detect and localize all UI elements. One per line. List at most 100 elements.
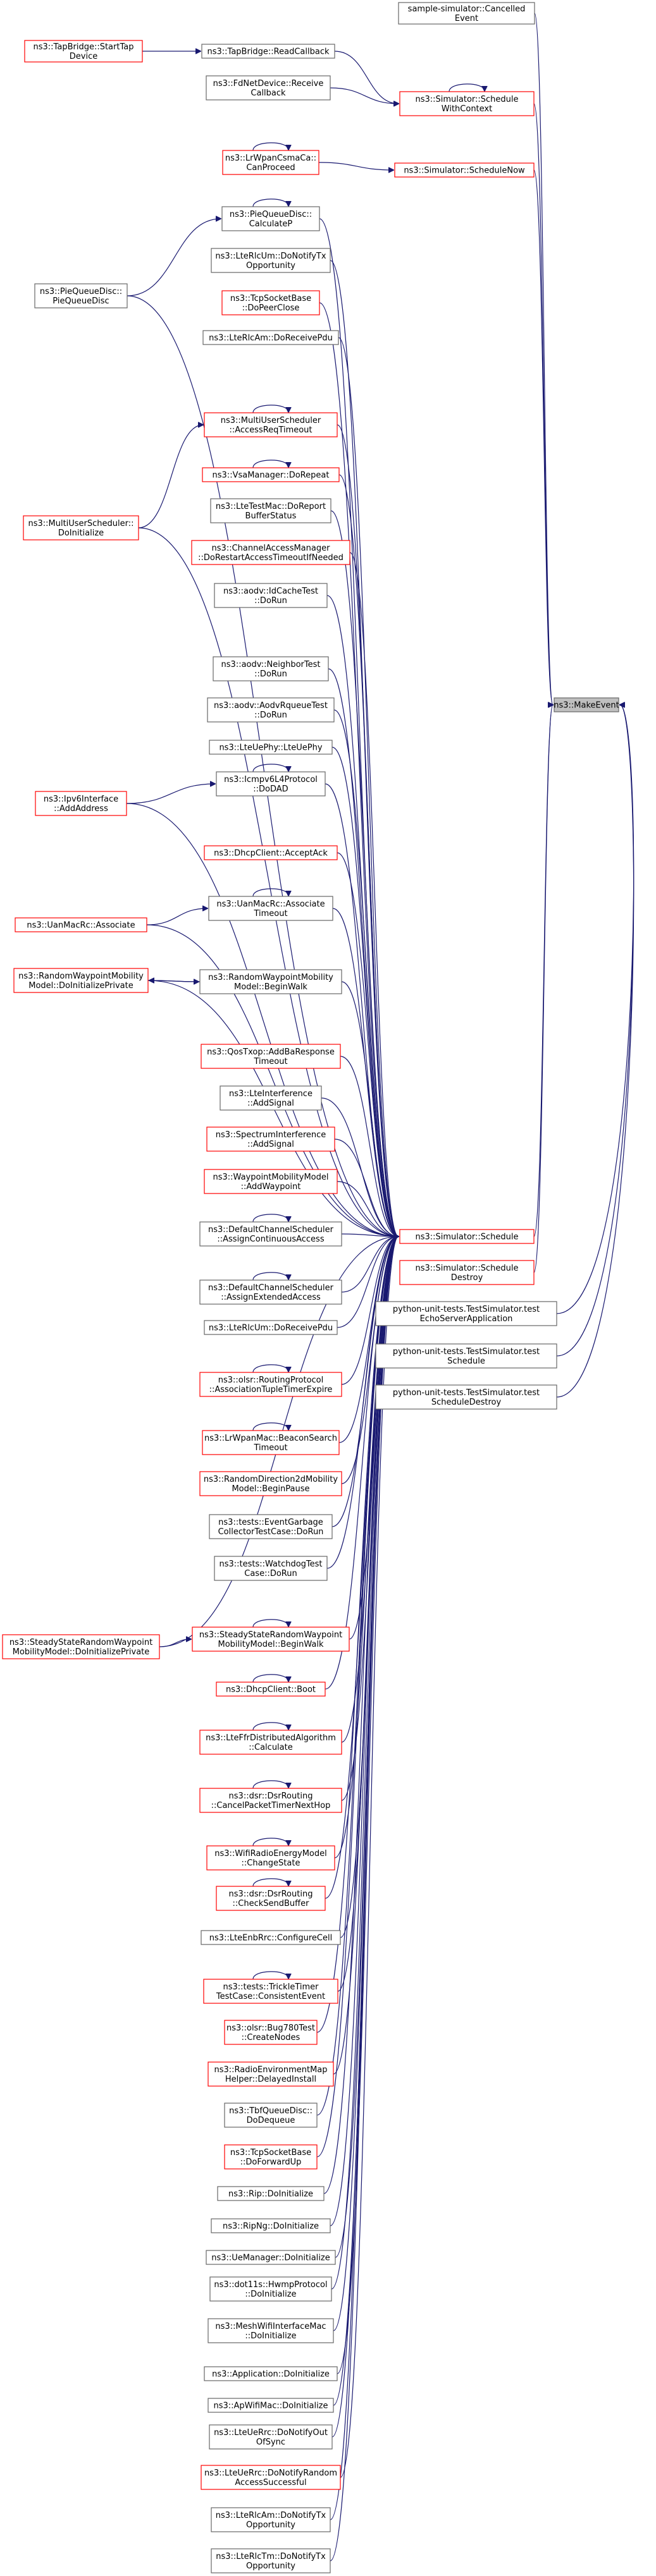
node-tcpsocket-forwardup[interactable]: ns3::TcpSocketBase::DoForwardUp xyxy=(224,2144,318,2170)
node-dhcp-acceptack[interactable]: ns3::DhcpClient::AcceptAck xyxy=(204,845,338,860)
node-dsr-cancelpacket[interactable]: ns3::dsr::DsrRouting::CancelPacketTimerN… xyxy=(199,1788,342,1813)
node-sched-now[interactable]: ns3::Simulator::ScheduleNow xyxy=(394,162,535,178)
node-label: ns3::TapBridge::ReadCallback xyxy=(207,47,329,57)
node-ssrwp-doinit[interactable]: ns3::SteadyStateRandomWaypointMobilityMo… xyxy=(2,1634,160,1659)
node-py-schedule[interactable]: python-unit-tests.TestSimulator.testSche… xyxy=(375,1343,557,1369)
node-label: ns3::RandomWaypointMobility xyxy=(208,973,333,982)
node-trickle-consistent[interactable]: ns3::tests::TrickleTimerTestCase::Consis… xyxy=(203,1979,338,2004)
node-aodv-idcache[interactable]: ns3::aodv::IdCacheTest::DoRun xyxy=(214,583,328,608)
node-pie-calculatep[interactable]: ns3::PieQueueDisc::CalculateP xyxy=(221,206,320,231)
node-label: ns3::SteadyStateRandomWaypoint xyxy=(9,1638,152,1647)
edge-py-schedule-to-makeevent xyxy=(556,705,634,1357)
node-wifiradio-changestate[interactable]: ns3::WifiRadioEnergyModel::ChangeState xyxy=(206,1845,335,1871)
node-sched-destroy[interactable]: ns3::Simulator::ScheduleDestroy xyxy=(399,1260,535,1285)
node-aodv-neighbor[interactable]: ns3::aodv::NeighborTest::DoRun xyxy=(213,656,329,681)
node-label: ::AssignExtendedAccess xyxy=(221,1293,321,1302)
node-olsr-bug780[interactable]: ns3::olsr::Bug780Test::CreateNodes xyxy=(224,2020,318,2045)
node-label: Timeout xyxy=(253,1057,287,1066)
node-uanmac-associate[interactable]: ns3::UanMacRc::Associate xyxy=(15,917,147,932)
node-apwifimac-doinit[interactable]: ns3::ApWifiMac::DoInitialize xyxy=(207,2398,334,2413)
node-rwp-doinit[interactable]: ns3::RandomWaypointMobilityModel::DoInit… xyxy=(13,968,149,993)
node-lteuerrc-random[interactable]: ns3::LteUeRrc::DoNotifyRandomAccessSucce… xyxy=(201,2465,341,2490)
node-label: python-unit-tests.TestSimulator.test xyxy=(393,1388,540,1398)
node-label: ns3::olsr::RoutingProtocol xyxy=(218,1376,324,1385)
node-label: ns3::UeManager::DoInitialize xyxy=(211,2254,330,2263)
node-vsamanager-dorepeat[interactable]: ns3::VsaManager::DoRepeat xyxy=(202,467,340,482)
node-label: ns3::LteUeRrc::DoNotifyRandom xyxy=(204,2469,337,2478)
edge-sim-schedule-to-makeevent xyxy=(533,705,553,1237)
node-ssrwp-beginwalk[interactable]: ns3::SteadyStateRandomWaypointMobilityMo… xyxy=(192,1627,350,1652)
node-label: ns3::TcpSocketBase xyxy=(230,2148,311,2158)
node-label: ::DoRestartAccessTimeoutIfNeeded xyxy=(198,553,343,563)
node-rd2d-beginpause[interactable]: ns3::RandomDirection2dMobilityModel::Beg… xyxy=(199,1471,342,1496)
node-label: ns3::QosTxop::AddBaResponse xyxy=(207,1047,335,1057)
node-makeevent[interactable]: ns3::MakeEvent xyxy=(554,697,619,712)
node-sim-schedule[interactable]: ns3::Simulator::Schedule xyxy=(399,1229,535,1244)
node-tapbridge-readcallback[interactable]: ns3::TapBridge::ReadCallback xyxy=(201,44,335,59)
node-multiuser-accessreq[interactable]: ns3::MultiUserScheduler::AccessReqTimeou… xyxy=(204,412,338,437)
node-spectrum-addsignal[interactable]: ns3::SpectrumInterference::AddSignal xyxy=(206,1126,335,1152)
node-py-echoserver[interactable]: python-unit-tests.TestSimulator.testEcho… xyxy=(375,1301,557,1326)
edge-dhcp-acceptack-to-sim-schedule xyxy=(337,852,399,1236)
node-tbf-dodequeue[interactable]: ns3::TbfQueueDisc::DoDequeue xyxy=(224,2103,318,2128)
node-box xyxy=(204,1169,338,1194)
node-radioenv-delayed[interactable]: ns3::RadioEnvironmentMapHelper::DelayedI… xyxy=(207,2061,334,2087)
node-aodv-rqueue[interactable]: ns3::aodv::AodvRqueueTest::DoRun xyxy=(207,697,335,723)
edge-uanmac-associate-to-uanmac-assoctimeout xyxy=(146,908,207,925)
node-lrwpan-canproceed[interactable]: ns3::LrWpanCsmaCa::CanProceed xyxy=(222,150,319,175)
node-dhcp-boot[interactable]: ns3::DhcpClient::Boot xyxy=(216,1682,326,1697)
node-py-scheduledestroy[interactable]: python-unit-tests.TestSimulator.testSche… xyxy=(375,1384,557,1410)
node-meshwifi-doinit[interactable]: ns3::MeshWifiInterfaceMac::DoInitialize xyxy=(207,2318,334,2343)
node-lterlcum-receivepdu[interactable]: ns3::LteRlcUm::DoReceivePdu xyxy=(204,1320,338,1335)
node-dcs-extended[interactable]: ns3::DefaultChannelScheduler::AssignExte… xyxy=(199,1279,342,1305)
node-ripng-doinit[interactable]: ns3::RipNg::DoInitialize xyxy=(211,2218,331,2233)
node-box xyxy=(199,1221,342,1247)
node-box xyxy=(35,791,127,816)
node-lteinterference[interactable]: ns3::LteInterference::AddSignal xyxy=(220,1085,322,1111)
node-lterlcam-receivepdu[interactable]: ns3::LteRlcAm::DoReceivePdu xyxy=(202,330,339,345)
node-tcpsocket-peerclose[interactable]: ns3::TcpSocketBase::DoPeerClose xyxy=(221,290,320,315)
node-lteenbrrc-configure[interactable]: ns3::LteEnbRrc::ConfigureCell xyxy=(201,1930,341,1945)
node-label: ::DoRun xyxy=(254,711,287,720)
node-multiuser-doinit[interactable]: ns3::MultiUserScheduler::DoInitialize xyxy=(23,515,139,540)
node-label: ns3::LrWpanCsmaCa:: xyxy=(225,154,316,163)
node-label: Schedule xyxy=(447,1357,485,1366)
node-pie-queuedisc[interactable]: ns3::PieQueueDisc::PieQueueDisc xyxy=(34,283,128,308)
node-lteuephy[interactable]: ns3::LteUePhy::LteUePhy xyxy=(209,740,333,755)
node-application-doinit[interactable]: ns3::Application::DoInitialize xyxy=(204,2366,338,2381)
node-dcs-continuous[interactable]: ns3::DefaultChannelScheduler::AssignCont… xyxy=(199,1221,342,1247)
node-icmpv6-dodad[interactable]: ns3::Icmpv6L4Protocol::DoDAD xyxy=(216,771,326,797)
node-label: ns3::LteRlcAm::DoReceivePdu xyxy=(209,334,333,343)
node-channelaccess-restart[interactable]: ns3::ChannelAccessManager::DoRestartAcce… xyxy=(191,540,350,565)
node-rip-doinit[interactable]: ns3::Rip::DoInitialize xyxy=(217,2186,325,2201)
node-dsr-checksend[interactable]: ns3::dsr::DsrRouting::CheckSendBuffer xyxy=(216,1886,326,1911)
node-hwmp-doinit[interactable]: ns3::dot11s::HwmpProtocol::DoInitialize xyxy=(209,2276,332,2302)
node-label: ::CheckSendBuffer xyxy=(233,1899,310,1908)
node-olsr-assoc[interactable]: ns3::olsr::RoutingProtocol::AssociationT… xyxy=(199,1372,342,1397)
node-waypoint-add[interactable]: ns3::WaypointMobilityModel::AddWaypoint xyxy=(204,1169,338,1194)
node-lteffr-calculate[interactable]: ns3::LteFfrDistributedAlgorithm::Calcula… xyxy=(199,1730,342,1755)
node-label: ns3::Rip::DoInitialize xyxy=(228,2190,313,2199)
node-label: TestCase::ConsistentEvent xyxy=(216,1992,325,2001)
node-box xyxy=(204,2366,338,2381)
node-ipv6-addaddress[interactable]: ns3::Ipv6Interface::AddAddress xyxy=(35,791,127,816)
node-rwp-beginwalk[interactable]: ns3::RandomWaypointMobilityModel::BeginW… xyxy=(199,969,342,994)
node-label: Model::DoInitializePrivate xyxy=(28,981,133,991)
node-tests-eventgarbage[interactable]: ns3::tests::EventGarbageCollectorTestCas… xyxy=(209,1514,333,1539)
edges-layer xyxy=(126,13,634,2561)
node-uemanager-doinit[interactable]: ns3::UeManager::DoInitialize xyxy=(206,2250,336,2265)
